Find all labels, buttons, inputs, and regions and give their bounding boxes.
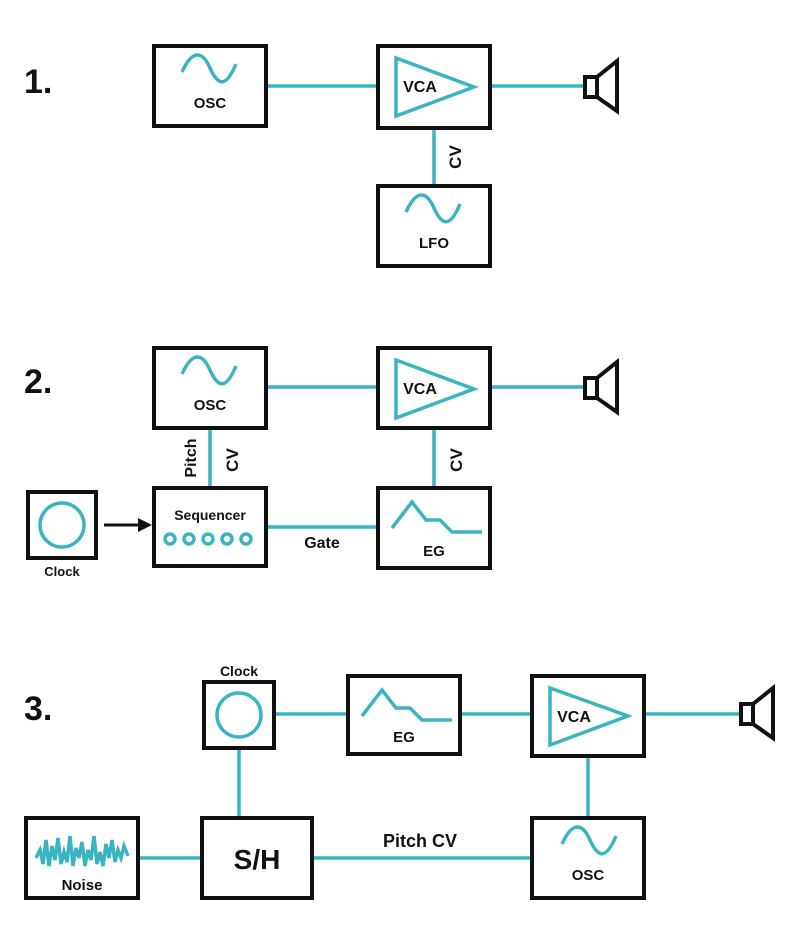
triangle-amp-icon <box>548 685 634 748</box>
lfo-label: LFO <box>419 235 449 252</box>
triangle-amp-icon <box>394 55 480 119</box>
envelope-icon <box>390 499 482 534</box>
eg-box <box>376 486 492 570</box>
diagram-number: 2. <box>24 363 52 401</box>
osc-label: OSC <box>194 95 227 112</box>
sine-wave-icon <box>180 53 238 84</box>
envelope-icon <box>360 687 452 722</box>
step-led-icon <box>163 532 177 546</box>
diagram-number: 1. <box>24 63 52 101</box>
speaker-icon <box>583 357 619 416</box>
eg-module: EG <box>376 486 492 570</box>
sine-wave-icon <box>560 825 618 856</box>
osc-module: OSC <box>152 44 268 128</box>
gate-label: Gate <box>304 535 340 552</box>
vca-module: VCA <box>376 44 492 130</box>
noise-icon <box>34 835 130 867</box>
eg-label: EG <box>393 729 415 746</box>
sequencer-steps <box>163 532 253 546</box>
eg-module: EG <box>346 674 462 756</box>
sh-label: S/H <box>234 844 281 875</box>
eg-box <box>346 674 462 756</box>
sine-wave-icon <box>404 193 462 224</box>
diagram-number: 3. <box>24 690 52 728</box>
step-led-icon <box>201 532 215 546</box>
osc-label: OSC <box>572 867 605 884</box>
osc-box <box>530 816 646 900</box>
pitch-label: Pitch <box>183 438 200 477</box>
osc-label: OSC <box>194 397 227 414</box>
osc-module: OSC <box>152 346 268 430</box>
cv-label: CV <box>223 448 242 472</box>
triangle-amp-icon <box>394 357 480 421</box>
pitch-cv-label: Pitch CV <box>383 831 457 851</box>
osc-module: OSC <box>530 816 646 900</box>
vca-label: VCA <box>403 381 437 398</box>
step-led-icon <box>220 532 234 546</box>
sample-hold-module: S/H <box>200 816 314 900</box>
arrow-icon <box>104 518 152 532</box>
lfo-box <box>376 184 492 268</box>
vca-label: VCA <box>557 709 591 726</box>
eg-label: EG <box>423 543 445 560</box>
cv-label: CV <box>447 448 466 472</box>
step-led-icon <box>182 532 196 546</box>
vca-module: VCA <box>530 674 646 758</box>
speaker-icon <box>583 56 619 115</box>
osc-box <box>152 44 268 128</box>
vca-module: VCA <box>376 346 492 430</box>
sequencer-label: Sequencer <box>174 507 246 523</box>
sine-wave-icon <box>180 355 238 386</box>
diagram-1: 1. OSC VCA CV LFO <box>24 44 619 268</box>
osc-box <box>152 346 268 430</box>
clock-label: Clock <box>220 663 258 679</box>
vca-label: VCA <box>403 79 437 96</box>
clock-circle-icon <box>215 691 263 739</box>
sequencer-module: Sequencer <box>152 486 268 568</box>
diagram-2: 2. OSC VCA Pitch CV CV <box>24 346 619 579</box>
clock-module: Clock <box>26 490 98 579</box>
diagram-3: 3. Clock EG VCA <box>24 663 775 900</box>
clock-module: Clock <box>202 663 276 750</box>
cv-label: CV <box>446 145 465 169</box>
sequencer-box <box>152 486 268 568</box>
clock-circle-icon <box>38 501 86 549</box>
noise-label: Noise <box>62 877 103 894</box>
sh-box <box>200 816 314 900</box>
step-led-icon <box>239 532 253 546</box>
noise-module: Noise <box>24 816 140 900</box>
speaker-icon <box>739 683 775 742</box>
clock-label: Clock <box>44 564 80 579</box>
lfo-module: LFO <box>376 184 492 268</box>
